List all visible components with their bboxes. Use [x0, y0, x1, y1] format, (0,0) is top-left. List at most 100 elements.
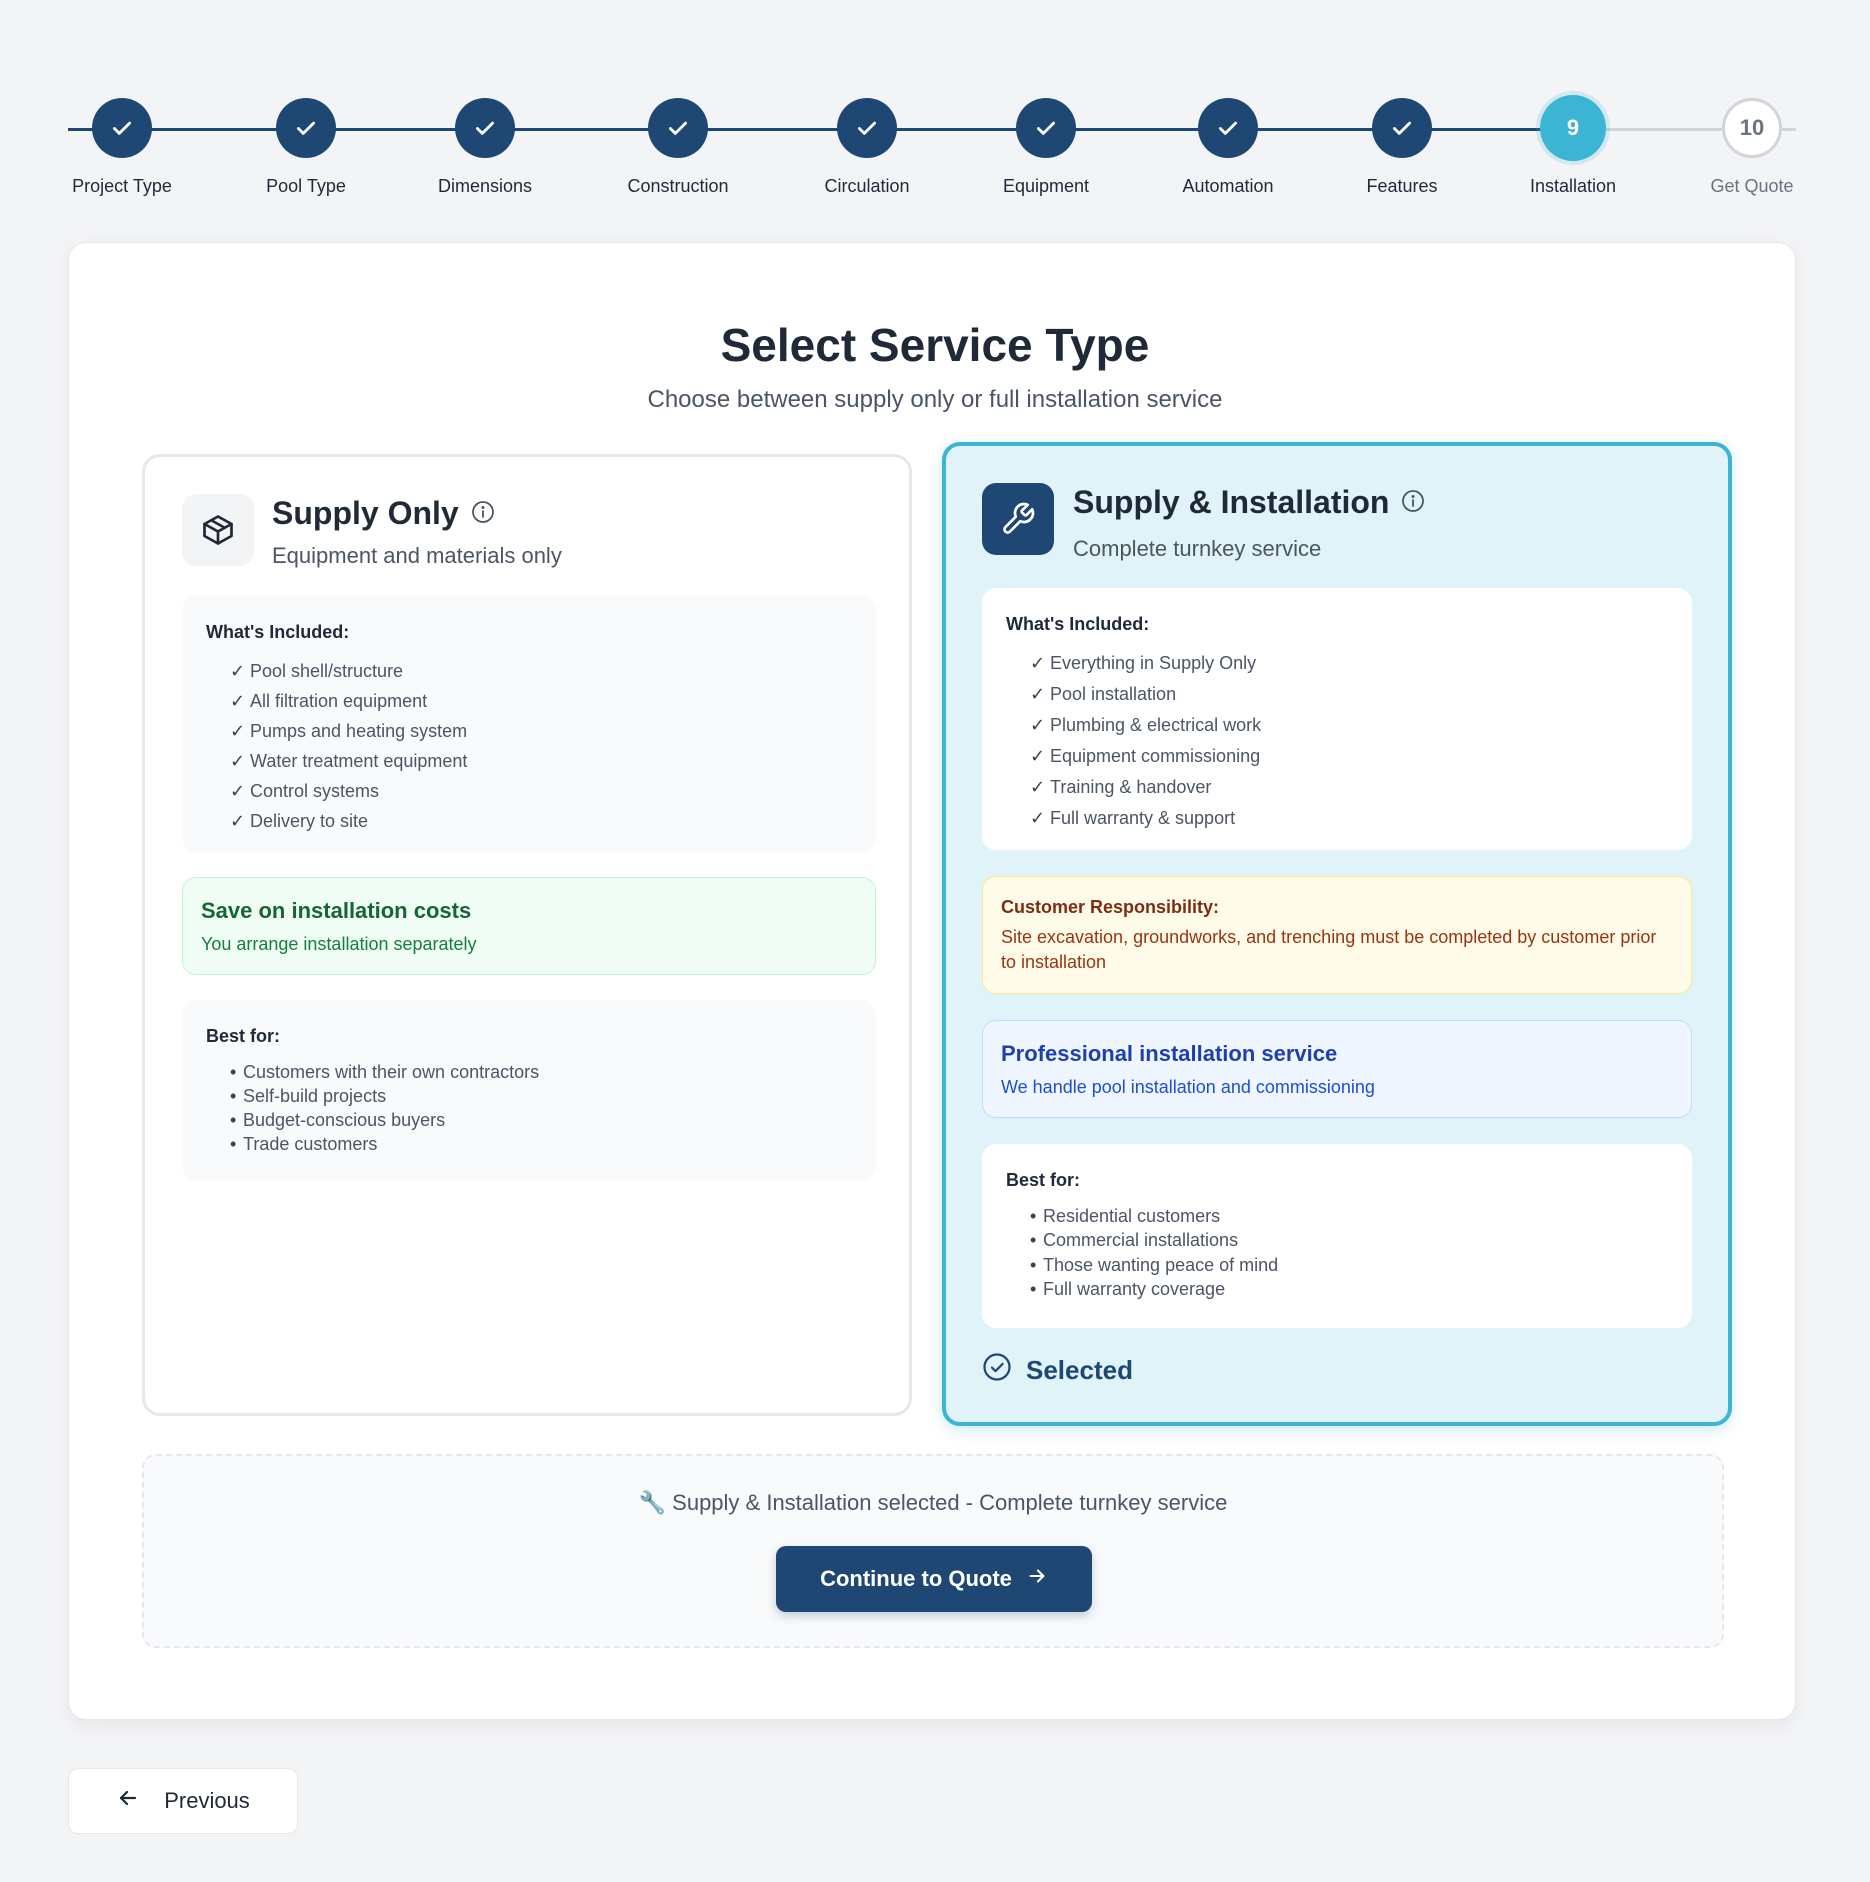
- continue-to-quote-button[interactable]: Continue to Quote: [776, 1546, 1092, 1612]
- list-item: •Full warranty coverage: [1030, 1279, 1226, 1300]
- option-title-text: Supply Only: [272, 495, 459, 531]
- package-icon: [182, 494, 254, 566]
- continue-label: Continue to Quote: [820, 1566, 1012, 1591]
- included-panel: What's Included: ✓Everything in Supply O…: [982, 588, 1692, 850]
- step-label: Automation: [1182, 176, 1274, 196]
- list-item: •Commercial installations: [1030, 1230, 1239, 1251]
- list-item: •Residential customers: [1030, 1205, 1221, 1226]
- list-item: ✓All filtration equipment: [230, 690, 428, 711]
- step-installation[interactable]: 9 Installation: [1493, 95, 1653, 197]
- step-label: Project Type: [72, 176, 172, 196]
- list-item: •Budget-conscious buyers: [230, 1109, 446, 1130]
- check-icon: ✓: [1030, 715, 1046, 735]
- best-for-panel: Best for: •Residential customers •Commer…: [982, 1144, 1692, 1328]
- progress-stepper: Project Type Pool Type Dimensions Constr…: [68, 95, 1796, 206]
- stepper-track-remaining: [1572, 128, 1796, 131]
- arrow-right-icon: [1026, 1565, 1048, 1593]
- check-icon: ✓: [1030, 777, 1046, 797]
- customer-responsibility-note: Customer Responsibility: Site excavation…: [982, 876, 1692, 994]
- note-text: Site excavation, groundworks, and trench…: [1001, 927, 1657, 972]
- step-pool-type[interactable]: Pool Type: [226, 96, 386, 197]
- check-icon: ✓: [1030, 653, 1046, 673]
- check-icon: [1016, 98, 1076, 158]
- list-item: ✓Water treatment equipment: [230, 750, 468, 771]
- selected-label: Selected: [1026, 1355, 1133, 1385]
- savings-note: Save on installation costs You arrange i…: [182, 877, 876, 975]
- list-item: ✓Delivery to site: [230, 810, 369, 831]
- check-icon: ✓: [230, 810, 246, 831]
- step-automation[interactable]: Automation: [1148, 96, 1308, 197]
- previous-button[interactable]: Previous: [68, 1768, 298, 1834]
- stepper-track-complete: [68, 128, 1572, 131]
- check-icon: [92, 98, 152, 158]
- best-for-heading: Best for:: [206, 1026, 281, 1046]
- check-circle-icon: [982, 1352, 1012, 1389]
- step-label: Dimensions: [437, 176, 533, 196]
- step-label: Construction: [627, 176, 729, 196]
- option-description: Complete turnkey service: [1073, 536, 1322, 561]
- check-icon: [1372, 98, 1432, 158]
- step-label: Equipment: [1002, 176, 1090, 196]
- step-project-type[interactable]: Project Type: [42, 96, 202, 197]
- supply-only-option[interactable]: Supply Only Equipment and materials only…: [142, 454, 912, 1416]
- step-features[interactable]: Features: [1322, 96, 1482, 197]
- summary-text: 🔧 Supply & Installation selected - Compl…: [638, 1490, 1228, 1515]
- included-list: ✓Pool shell/structure ✓All filtration eq…: [230, 656, 467, 836]
- step-construction[interactable]: Construction: [598, 96, 758, 197]
- option-description: Equipment and materials only: [272, 543, 562, 568]
- list-item: •Those wanting peace of mind: [1030, 1254, 1279, 1275]
- step-dimensions[interactable]: Dimensions: [405, 96, 565, 197]
- step-label: Features: [1366, 176, 1438, 196]
- list-item: ✓Equipment commissioning: [1030, 746, 1261, 766]
- list-item: ✓Plumbing & electrical work: [1030, 715, 1262, 735]
- list-item: ✓Pumps and heating system: [230, 720, 468, 741]
- page-title: Select Service Type: [720, 319, 1150, 371]
- step-number: 10: [1722, 98, 1782, 158]
- best-for-heading: Best for:: [1006, 1170, 1081, 1190]
- step-get-quote[interactable]: 10 Get Quote: [1672, 96, 1832, 197]
- check-icon: ✓: [1030, 684, 1046, 704]
- info-icon[interactable]: [1401, 484, 1425, 521]
- step-equipment[interactable]: Equipment: [966, 96, 1126, 197]
- selected-indicator: Selected: [982, 1352, 1133, 1389]
- check-icon: [1198, 98, 1258, 158]
- included-list: ✓Everything in Supply Only ✓Pool install…: [1030, 648, 1261, 834]
- step-label: Circulation: [824, 176, 910, 196]
- supply-installation-option[interactable]: Supply & Installation Complete turnkey s…: [942, 442, 1732, 1426]
- info-icon[interactable]: [471, 495, 495, 532]
- professional-installation-note: Professional installation service We han…: [982, 1020, 1692, 1118]
- list-item: ✓Training & handover: [1030, 777, 1212, 797]
- check-icon: ✓: [230, 720, 246, 741]
- list-item: ✓Control systems: [230, 780, 380, 801]
- step-label: Installation: [1529, 176, 1617, 196]
- step-number: 9: [1540, 95, 1606, 161]
- list-item: ✓Pool shell/structure: [230, 660, 404, 681]
- note-title: Customer Responsibility:: [1001, 897, 1220, 917]
- step-label: Get Quote: [1710, 176, 1794, 196]
- best-for-panel: Best for: •Customers with their own cont…: [182, 1000, 876, 1180]
- list-item: •Self-build projects: [230, 1085, 387, 1106]
- list-item: ✓Everything in Supply Only: [1030, 653, 1257, 673]
- included-panel: What's Included: ✓Pool shell/structure ✓…: [182, 596, 876, 852]
- selection-summary: 🔧 Supply & Installation selected - Compl…: [142, 1454, 1724, 1648]
- option-title: Supply & Installation: [1073, 484, 1425, 521]
- check-icon: ✓: [230, 660, 246, 681]
- check-icon: ✓: [1030, 746, 1046, 766]
- page-subtitle: Choose between supply only or full insta…: [647, 386, 1223, 413]
- check-icon: ✓: [230, 750, 246, 771]
- best-for-list: •Residential customers •Commercial insta…: [1030, 1204, 1278, 1302]
- note-title: Save on installation costs: [201, 898, 472, 923]
- check-icon: [455, 98, 515, 158]
- check-icon: [648, 98, 708, 158]
- step-circulation[interactable]: Circulation: [787, 96, 947, 197]
- arrow-left-icon: [116, 1786, 140, 1816]
- included-heading: What's Included:: [206, 622, 350, 642]
- best-for-list: •Customers with their own contractors •S…: [230, 1060, 539, 1156]
- list-item: •Trade customers: [230, 1133, 378, 1154]
- check-icon: [837, 98, 897, 158]
- wrench-icon: [982, 483, 1054, 555]
- note-text: You arrange installation separately: [201, 934, 477, 954]
- list-item: •Customers with their own contractors: [230, 1061, 540, 1082]
- list-item: ✓Full warranty & support: [1030, 808, 1236, 828]
- note-title: Professional installation service: [1001, 1041, 1338, 1066]
